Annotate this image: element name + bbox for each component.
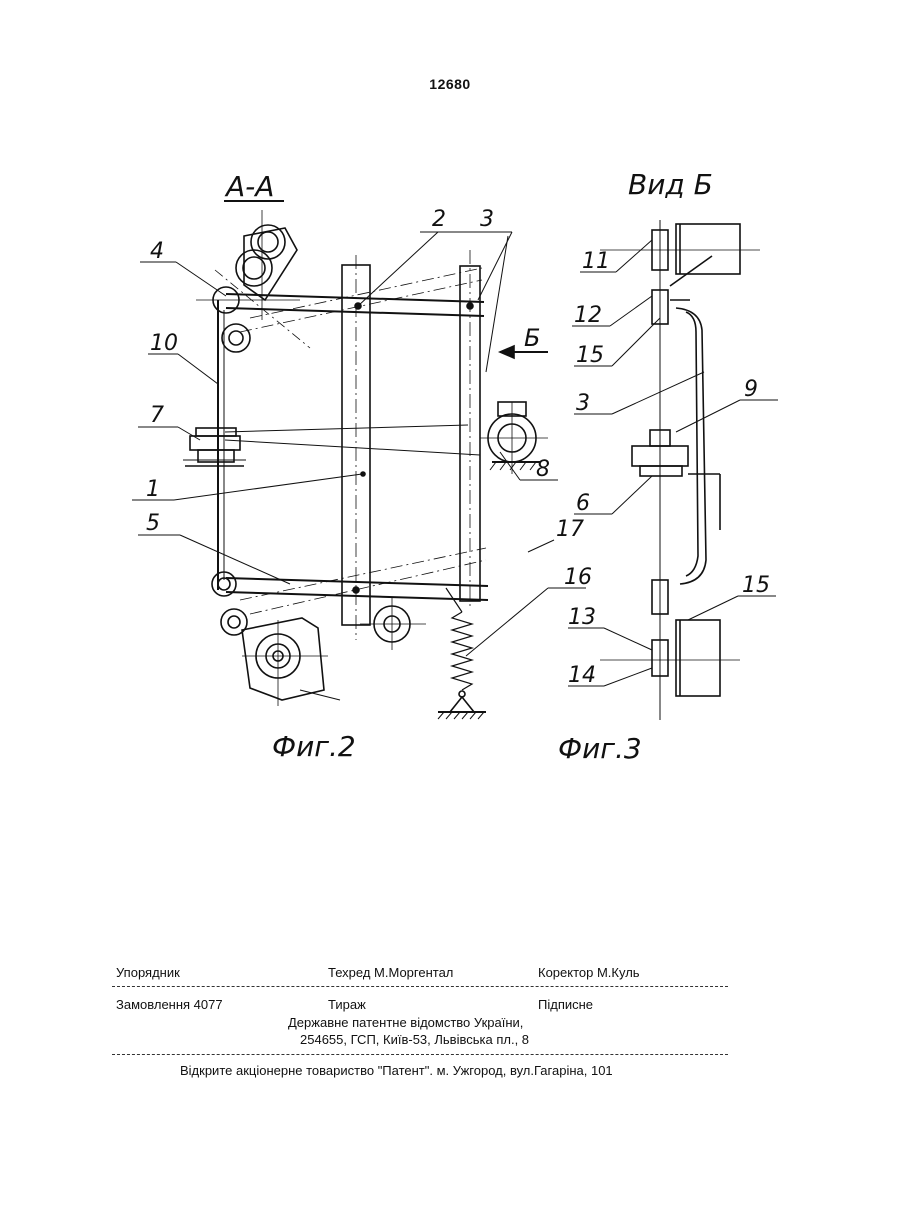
order-number: Замовлення 4077: [116, 997, 223, 1012]
ref-12: 12: [574, 303, 602, 328]
publisher: Відкрите акціонерне товариство "Патент".…: [180, 1063, 613, 1078]
figure-3-caption: Фиг.3: [558, 732, 642, 765]
office-line-1: Державне патентне відомство України,: [288, 1015, 523, 1030]
ref-13: 13: [568, 605, 596, 630]
separator-line: [112, 986, 728, 987]
ref-3-fig3: 3: [576, 391, 590, 416]
patent-drawing: А-А: [0, 0, 900, 900]
ref-2: 2: [432, 207, 446, 232]
section-label: А-А: [224, 170, 274, 203]
ref-4: 4: [150, 239, 164, 264]
view-label: Вид Б: [628, 168, 713, 201]
ref-14: 14: [568, 663, 596, 688]
figure-2: А-А: [132, 170, 592, 763]
corrector: Коректор М.Куль: [538, 965, 640, 980]
ref-8: 8: [536, 457, 550, 482]
ref-15-top: 15: [576, 343, 604, 368]
ref-3: 3: [480, 207, 494, 232]
ref-16: 16: [564, 565, 592, 590]
ref-5: 5: [146, 511, 160, 536]
figure-3: Вид Б: [558, 168, 778, 765]
ref-17: 17: [556, 517, 584, 542]
ref-9: 9: [744, 377, 758, 402]
separator-line: [112, 1054, 728, 1055]
figure-2-caption: Фиг.2: [272, 730, 356, 763]
subscription: Підписне: [538, 997, 593, 1012]
ref-6: 6: [576, 491, 590, 516]
ref-10: 10: [150, 331, 178, 356]
circulation: Тираж: [328, 997, 366, 1012]
office-line-2: 254655, ГСП, Київ-53, Львівська пл., 8: [300, 1032, 529, 1047]
ref-11: 11: [582, 249, 610, 274]
tech-editor: Техред М.Моргентал: [328, 965, 453, 980]
ref-1: 1: [146, 477, 160, 502]
arrow-label: Б: [524, 324, 540, 352]
ref-7: 7: [150, 403, 164, 428]
compiler-label: Упорядник: [116, 965, 180, 980]
ref-15-bottom: 15: [742, 573, 770, 598]
